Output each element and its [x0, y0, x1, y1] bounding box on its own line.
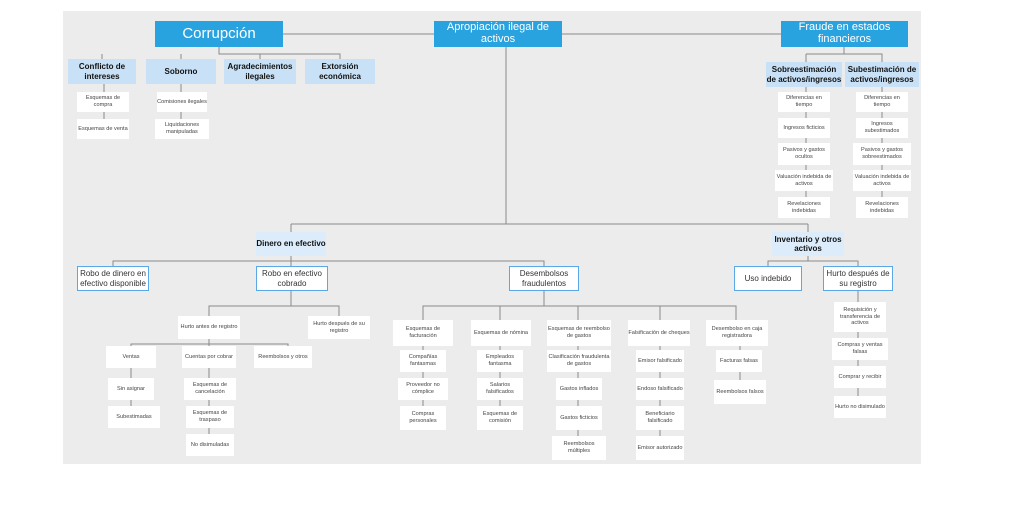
inventario-item: Hurto no disimulado — [834, 396, 886, 418]
liquidaciones-manipuladas-leaf: Liquidaciones manipuladas — [155, 119, 209, 139]
reembolso-gastos-item: Gastos inflados — [556, 378, 602, 400]
esquemas-compra-leaf: Esquemas de compra — [77, 92, 129, 112]
inventario-item: Requisición y transferencia de activos — [834, 302, 886, 332]
caja-registradora-box: Desembolso en caja registradora — [706, 320, 768, 346]
hurto-inventario-box: Hurto después de su registro — [823, 266, 893, 291]
dinero-efectivo-box: Dinero en efectivo — [256, 232, 326, 256]
conflicto-intereses-box: Conflicto de intereses — [68, 59, 136, 84]
agradecimientos-box: Agradecimientos ilegales — [224, 59, 296, 84]
cheques-item: Beneficiario falsificado — [636, 406, 684, 430]
hurto-antes-box: Hurto antes de registro — [178, 316, 240, 339]
facturacion-box: Esquemas de facturación — [393, 320, 453, 346]
esquemas-venta-leaf: Esquemas de venta — [77, 119, 129, 139]
robo-cobrado-box: Robo en efectivo cobrado — [256, 266, 328, 291]
nomina-item: Empleados fantasma — [477, 350, 523, 372]
reembolso-gastos-item: Gastos ficticios — [556, 406, 602, 430]
ventas-box: Ventas — [106, 346, 156, 368]
cheques-box: Falsificación de cheques — [628, 320, 690, 346]
desembolsos-box: Desembolsos fraudulentos — [509, 266, 579, 291]
nomina-item: Esquemas de comisión — [477, 406, 523, 430]
ventas-item: Sin asignar — [108, 378, 154, 400]
ventas-item: Subestimadas — [108, 406, 160, 428]
nomina-box: Esquemas de nómina — [471, 320, 531, 346]
apropiacion-box: Apropiación ilegal de activos — [434, 21, 562, 47]
soborno-box: Soborno — [146, 59, 216, 84]
reembolso-gastos-item: Reembolsos múltiples — [552, 436, 606, 460]
nomina-item: Salarios falsificados — [477, 378, 523, 400]
cheques-item: Emisor falsificado — [636, 350, 684, 372]
subestimacion-box: Subestimación de activos/ingresos — [845, 62, 919, 87]
facturacion-item: Proveedor no cómplice — [398, 378, 448, 400]
sub-item: Ingresos subestimados — [856, 118, 908, 138]
sub-item: Revelaciones indebidas — [856, 197, 908, 218]
cuentas-cobrar-box: Cuentas por cobrar — [182, 346, 236, 368]
hurto-despues-box: Hurto después de su registro — [308, 316, 370, 339]
facturacion-item: Compañías fantasmas — [400, 350, 446, 372]
cuentas-item: Esquemas de traspaso — [186, 406, 234, 428]
reembolso-gastos-box: Esquemas de reembolso de gastos — [547, 320, 611, 346]
reembolsos-otros-box: Reembolsos y otros — [254, 346, 312, 368]
cuentas-item: No disimuladas — [186, 434, 234, 456]
cuentas-item: Esquemas de cancelación — [184, 378, 236, 400]
sobre-item: Valuación indebida de activos — [775, 170, 833, 191]
extorsion-box: Extorsión económica — [305, 59, 375, 84]
inventario-item: Compras y ventas falsas — [832, 338, 888, 360]
sub-item: Pasivos y gastos sobreestimados — [853, 143, 911, 165]
sobre-item: Revelaciones indebidas — [778, 197, 830, 218]
cheques-item: Endoso falsificado — [636, 378, 684, 400]
caja-item: Facturas falsas — [716, 350, 762, 372]
sobreestimacion-box: Sobreestimación de activos/ingresos — [766, 62, 842, 87]
fraude-box: Fraude en estados financieros — [781, 21, 908, 47]
reembolso-gastos-item: Clasificación fraudulenta de gastos — [547, 350, 611, 372]
sub-item: Diferencias en tiempo — [856, 92, 908, 112]
caja-item: Reembolsos falsos — [714, 380, 766, 404]
sub-item: Valuación indebida de activos — [853, 170, 911, 191]
robo-disponible-box: Robo de dinero en efectivo disponible — [77, 266, 149, 291]
inventario-box: Inventario y otros activos — [772, 232, 844, 256]
inventario-item: Comprar y recibir — [834, 366, 886, 388]
facturacion-item: Compras personales — [400, 406, 446, 430]
sobre-item: Diferencias en tiempo — [778, 92, 830, 112]
comisiones-ilegales-leaf: Comisiones ilegales — [157, 92, 207, 112]
cheques-item: Emisor autorizado — [636, 436, 684, 460]
uso-indebido-box: Uso indebido — [734, 266, 802, 291]
sobre-item: Ingresos ficticios — [778, 118, 830, 138]
corrupcion-box: Corrupción — [155, 21, 283, 47]
sobre-item: Pasivos y gastos ocultos — [778, 143, 830, 165]
